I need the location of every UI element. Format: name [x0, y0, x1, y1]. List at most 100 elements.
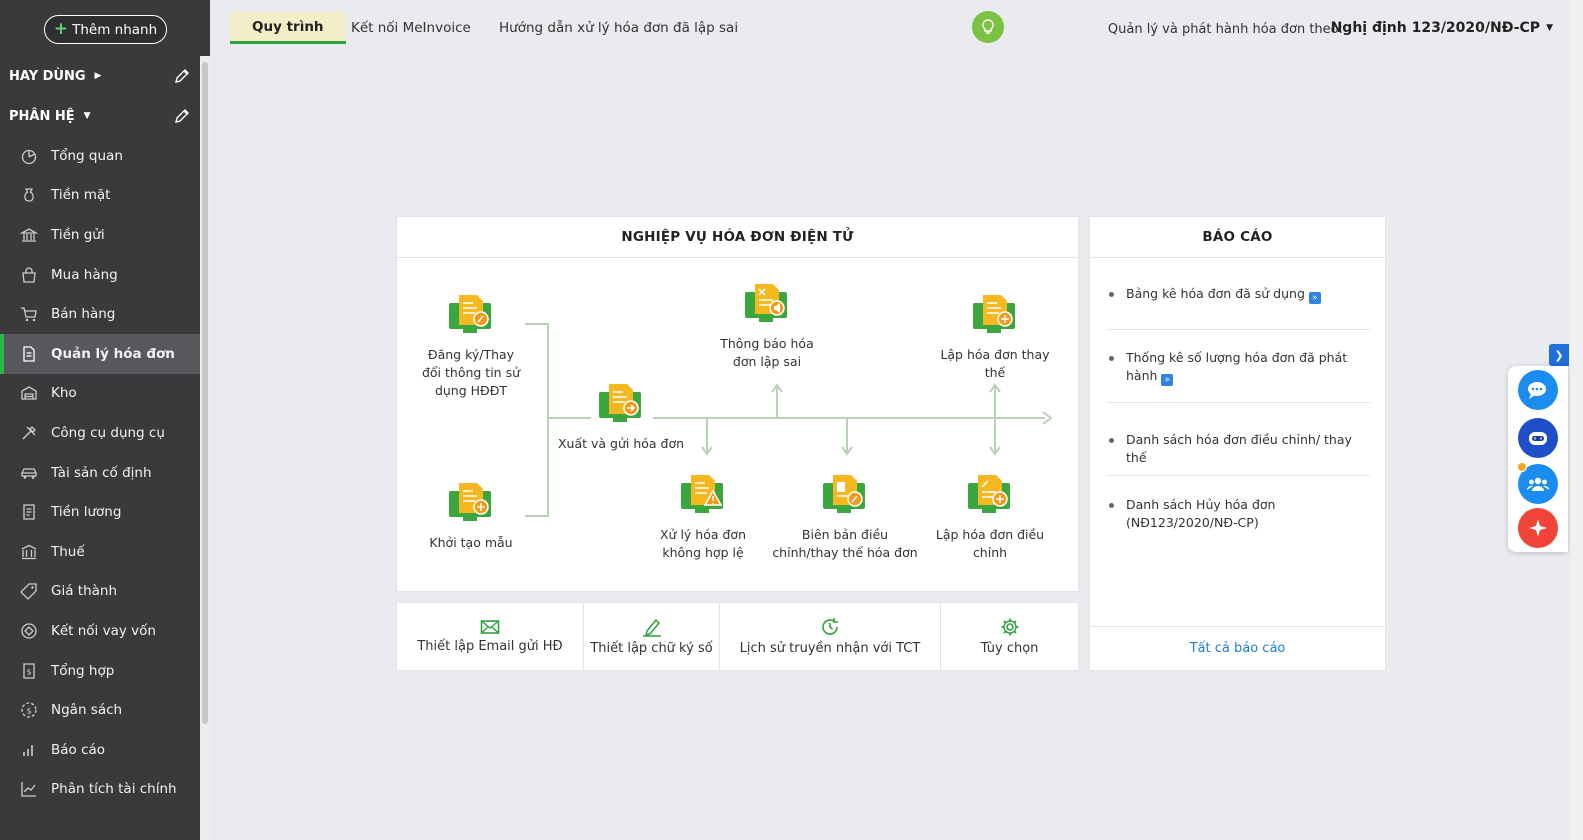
nav-label: Tiền gửi — [51, 226, 105, 243]
nav-label: Tài sản cố định — [51, 464, 152, 481]
node-label: Xuất và gửi hóa đơn — [557, 436, 685, 451]
chat-icon[interactable] — [1518, 370, 1558, 410]
nav-item-ket-noi-vay-von[interactable]: Kết nối vay vốn — [0, 611, 200, 651]
invoice-add-icon — [449, 483, 491, 521]
page-scrollbar[interactable] — [1570, 0, 1583, 840]
collapse-arrow-icon[interactable]: ❯ — [1549, 344, 1569, 366]
sidebar: + Thêm nhanh HAY DÙNG ▶ PHÂN HỆ ▼ Tổng q… — [0, 0, 210, 840]
nav-item-mua-hang[interactable]: Mua hàng — [0, 255, 200, 295]
nav-item-tien-gui[interactable]: Tiền gửi — [0, 215, 200, 255]
tools-icon — [20, 424, 38, 442]
report-link[interactable]: Bảng kê hóa đơn đã sử dụng» — [1106, 285, 1370, 304]
edit-pencil-icon[interactable] — [173, 107, 191, 125]
node-notify-error[interactable]: Thông báo hóa đơn lập sai — [715, 284, 819, 371]
bar-chart-icon — [20, 741, 38, 759]
report-label: Danh sách hóa đơn điều chỉnh/ thay thế — [1126, 432, 1352, 465]
loan-icon — [20, 622, 38, 640]
decree-dropdown[interactable]: Nghị định 123/2020/NĐ-CP ▼ — [1331, 20, 1553, 36]
price-tag-icon — [20, 582, 38, 601]
node-label: Xử lý hóa đơn không hợp lệ — [659, 527, 746, 560]
nav-label: Mua hàng — [51, 266, 118, 283]
car-icon — [20, 464, 38, 482]
invoice-workflow-panel: NGHIỆP VỤ HÓA ĐƠN ĐIỆN TỬ Đăng ký/Thay đ… — [396, 216, 1079, 592]
tab-label: Hướng dẫn xử lý hóa đơn đã lập sai — [499, 20, 739, 36]
nav-item-kho[interactable]: Kho — [0, 374, 200, 414]
shopping-bag-icon — [20, 266, 38, 284]
invoice-edit-icon — [449, 295, 491, 333]
nav-item-thue[interactable]: Thuế — [0, 532, 200, 572]
nav-item-tien-luong[interactable]: Tiền lương — [0, 492, 200, 532]
invoice-replace-icon — [973, 295, 1015, 333]
edit-pencil-icon[interactable] — [173, 67, 191, 85]
report-link[interactable]: Danh sách hóa đơn điều chỉnh/ thay thế — [1106, 431, 1370, 467]
ai-sparkle-icon[interactable] — [1518, 508, 1558, 548]
reports-panel: BÁO CÁO Bảng kê hóa đơn đã sử dụng» Thốn… — [1089, 216, 1386, 671]
svg-text:$: $ — [26, 667, 31, 676]
email-setup-button[interactable]: Thiết lập Email gửi HĐ — [397, 603, 584, 670]
nav-item-bao-cao[interactable]: Báo cáo — [0, 730, 200, 770]
gear-icon — [1001, 618, 1018, 636]
nav-item-tai-san-co-dinh[interactable]: Tài sản cố định — [0, 453, 200, 493]
nav-item-tien-mat[interactable]: Tiền mặt — [0, 176, 200, 216]
tab-label: Kết nối MeInvoice — [351, 20, 471, 36]
nav-item-gia-thanh[interactable]: Giá thành — [0, 572, 200, 612]
node-adjust-invoice[interactable]: Lập hóa đơn điều chỉnh — [933, 475, 1047, 562]
notification-dot — [1517, 462, 1527, 472]
tab-quy-trinh[interactable]: Quy trình — [230, 12, 346, 44]
invoice-warning-icon — [681, 475, 723, 513]
budget-icon: $ — [20, 701, 38, 719]
node-label: Khởi tạo mẫu — [429, 535, 513, 550]
node-issue-send[interactable]: Xuất và gửi hóa đơn — [555, 384, 687, 453]
decree-value: Nghị định 123/2020/NĐ-CP — [1330, 20, 1541, 36]
floating-support-toolbar — [1508, 366, 1568, 552]
tab-huong-dan[interactable]: Hướng dẫn xử lý hóa đơn đã lập sai — [499, 12, 738, 44]
action-label: Thiết lập Email gửi HĐ — [417, 639, 563, 654]
nav-label: Ngân sách — [51, 702, 123, 719]
favorites-label: HAY DÙNG — [9, 68, 86, 84]
node-label: Biên bản điều chỉnh/thay thế hóa đơn — [772, 527, 918, 560]
modules-section-header[interactable]: PHÂN HỆ ▼ — [0, 98, 200, 134]
quick-add-button[interactable]: + Thêm nhanh — [44, 15, 167, 44]
invoice-send-icon — [599, 384, 641, 422]
modules-label: PHÂN HỆ — [9, 108, 75, 124]
all-reports-link[interactable]: Tất cả báo cáo — [1090, 626, 1385, 670]
chevron-down-icon: ▼ — [1546, 23, 1553, 33]
nav-label: Giá thành — [51, 583, 118, 600]
envelope-icon — [480, 620, 500, 634]
divider — [1106, 329, 1370, 330]
nav-item-ngan-sach[interactable]: $ Ngân sách — [0, 690, 200, 730]
transmission-history-button[interactable]: Lịch sử truyền nhận với TCT — [720, 603, 941, 670]
nav-item-cong-cu-dung-cu[interactable]: Công cụ dụng cụ — [0, 413, 200, 453]
money-bag-icon — [20, 186, 38, 204]
node-create-template[interactable]: Khởi tạo mẫu — [419, 483, 523, 552]
tab-ket-noi-meinvoice[interactable]: Kết nối MeInvoice — [351, 12, 471, 44]
digital-signature-setup-button[interactable]: Thiết lập chữ ký số — [584, 603, 720, 670]
invoice-notify-icon — [745, 284, 787, 322]
nav-item-phan-tich-tai-chinh[interactable]: Phân tích tài chính — [0, 770, 200, 810]
node-replace-invoice[interactable]: Lập hóa đơn thay thế — [937, 295, 1053, 382]
report-badge-icon: » — [1308, 292, 1321, 304]
tab-label: Quy trình — [252, 18, 324, 35]
nav-item-ban-hang[interactable]: Bán hàng — [0, 294, 200, 334]
divider — [1106, 402, 1370, 403]
lightbulb-icon[interactable] — [972, 11, 1004, 43]
nav-item-tong-quan[interactable]: Tổng quan — [0, 136, 200, 176]
invoice-minutes-icon — [823, 475, 865, 513]
nav-item-tong-hop[interactable]: $Tổng hợp — [0, 651, 200, 691]
node-invalid-invoice[interactable]: Xử lý hóa đơn không hợp lệ — [653, 475, 753, 562]
sidebar-scroll-thumb[interactable] — [202, 62, 208, 724]
nav-item-quan-ly-hoa-don[interactable]: Quản lý hóa đơn — [0, 333, 200, 374]
report-link[interactable]: Thống kê số lượng hóa đơn đã phát hành» — [1106, 349, 1370, 386]
favorites-section-header[interactable]: HAY DÙNG ▶ — [0, 58, 200, 94]
nav-label: Báo cáo — [51, 741, 106, 758]
node-register-info[interactable]: Đăng ký/Thay đổi thông tin sử dụng HĐĐT — [419, 295, 523, 400]
report-label: Thống kê số lượng hóa đơn đã phát hành — [1126, 350, 1348, 383]
options-button[interactable]: Tùy chọn — [941, 603, 1078, 670]
bot-icon[interactable] — [1518, 418, 1558, 458]
node-label: Lập hóa đơn điều chỉnh — [935, 527, 1045, 560]
node-adjust-minutes[interactable]: Biên bản điều chỉnh/thay thế hóa đơn — [769, 475, 921, 562]
history-sync-icon — [822, 618, 838, 635]
settings-action-bar: Thiết lập Email gửi HĐ Thiết lập chữ ký … — [396, 602, 1079, 671]
report-link[interactable]: Danh sách Hủy hóa đơn (NĐ123/2020/NĐ-CP) — [1106, 496, 1370, 532]
report-badge-icon: » — [1161, 374, 1174, 386]
